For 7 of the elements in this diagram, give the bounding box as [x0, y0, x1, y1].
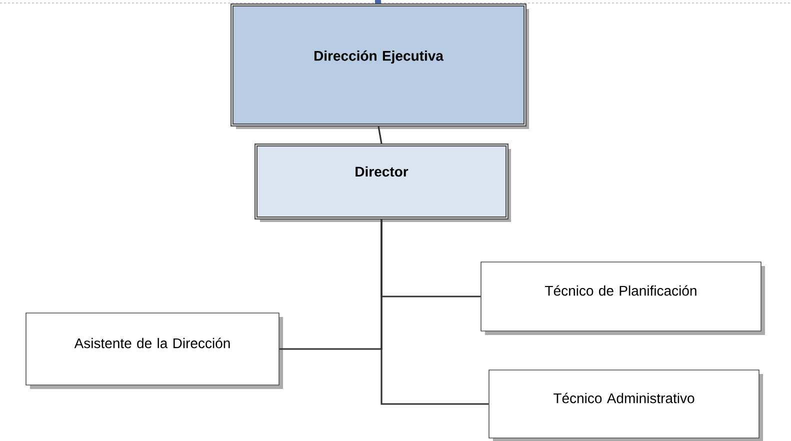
- connector-line: [380, 220, 489, 405]
- org-box: Técnico Administrativo: [488, 370, 764, 441]
- org-box: Técnico de Planificación: [480, 262, 766, 335]
- org-box: Director: [254, 144, 511, 222]
- connector-line: [378, 126, 382, 144]
- org-box: Asistente de la Dirección: [26, 312, 283, 389]
- org-box: Dirección Ejecutiva: [230, 4, 529, 129]
